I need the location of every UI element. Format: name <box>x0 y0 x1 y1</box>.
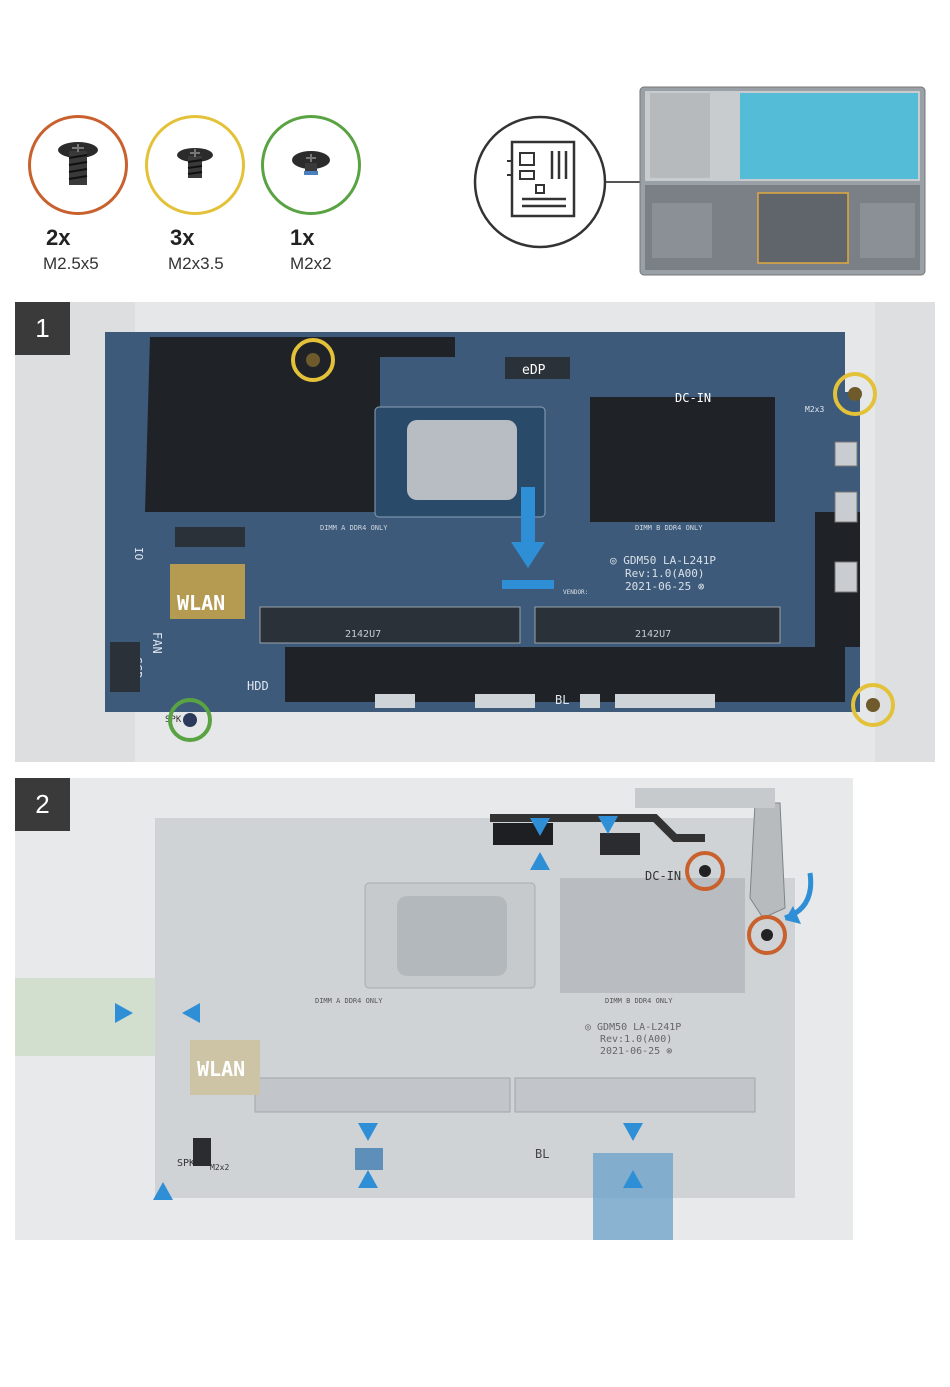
screw-circle-m2-5x5 <box>28 115 128 215</box>
spk-label-2: SPK <box>177 1158 195 1169</box>
screw-icon <box>31 118 125 212</box>
io-label: IO <box>132 547 145 560</box>
dimm-b-chip-label: 2142U7 <box>635 629 671 640</box>
dc-in-label: DC-IN <box>675 391 711 405</box>
screw-size-3: M2x2 <box>290 254 332 274</box>
step-1-panel: 2142U7 2142U7 DIMM A DDR4 ONLY DIMM B DD… <box>15 302 935 762</box>
silk-line-1: ◎ GDM50 LA-L241P <box>610 554 716 567</box>
silk-line-2-2: Rev:1.0(A00) <box>600 1034 672 1045</box>
screw-size-1: M2.5x5 <box>43 254 99 274</box>
screw-qty-1: 2x <box>46 225 70 251</box>
step-1-badge: 1 <box>15 302 70 355</box>
m2x3-label: M2x3 <box>805 405 824 414</box>
m2x2-label-2: M2x2 <box>210 1163 229 1172</box>
screw-icon <box>148 118 242 212</box>
step-1-illustration: 2142U7 2142U7 DIMM A DDR4 ONLY DIMM B DD… <box>15 302 935 762</box>
bl-label: BL <box>555 693 569 707</box>
screw-circle-m2x3-5 <box>145 115 245 215</box>
silk-line-3-2: 2021-06-25 ⊗ <box>600 1046 672 1057</box>
step-2-illustration: WLAN DIMM A DDR4 ONLY DIMM B DDR4 ONLY ◎… <box>15 778 853 1240</box>
laptop-locator-image <box>640 87 925 275</box>
fan-label: FAN <box>150 632 164 654</box>
dimm-b-label-2: DIMM B DDR4 ONLY <box>605 997 673 1005</box>
dimm-b-label: DIMM B DDR4 ONLY <box>635 524 703 532</box>
edp-label: eDP <box>522 363 546 378</box>
spk-label: SPK <box>165 715 182 725</box>
screw-icon <box>264 118 358 212</box>
wlan-label: WLAN <box>177 591 225 615</box>
motherboard-icon <box>475 117 605 247</box>
step-2-panel: WLAN DIMM A DDR4 ONLY DIMM B DDR4 ONLY ◎… <box>15 778 853 1240</box>
dimm-a-label-2: DIMM A DDR4 ONLY <box>315 997 383 1005</box>
hdd-label: HDD <box>247 679 269 693</box>
dimm-a-chip-label: 2142U7 <box>345 629 381 640</box>
step-2-badge: 2 <box>15 778 70 831</box>
silk-line-3: 2021-06-25 ⊗ <box>625 580 704 593</box>
bl-label-2: BL <box>535 1147 549 1161</box>
silk-line-2: Rev:1.0(A00) <box>625 567 704 580</box>
screw-qty-3: 1x <box>290 225 314 251</box>
dc-in-label-2: DC-IN <box>645 869 681 883</box>
dimm-a-label: DIMM A DDR4 ONLY <box>320 524 388 532</box>
screw-size-2: M2x3.5 <box>168 254 224 274</box>
vendor-label: VENDOR: <box>563 589 588 596</box>
screw-circle-m2x2 <box>261 115 361 215</box>
screw-qty-2: 3x <box>170 225 194 251</box>
silk-line-1-2: ◎ GDM50 LA-L241P <box>585 1022 681 1033</box>
wlan-label-2: WLAN <box>197 1057 245 1081</box>
locator-callout <box>470 85 945 285</box>
